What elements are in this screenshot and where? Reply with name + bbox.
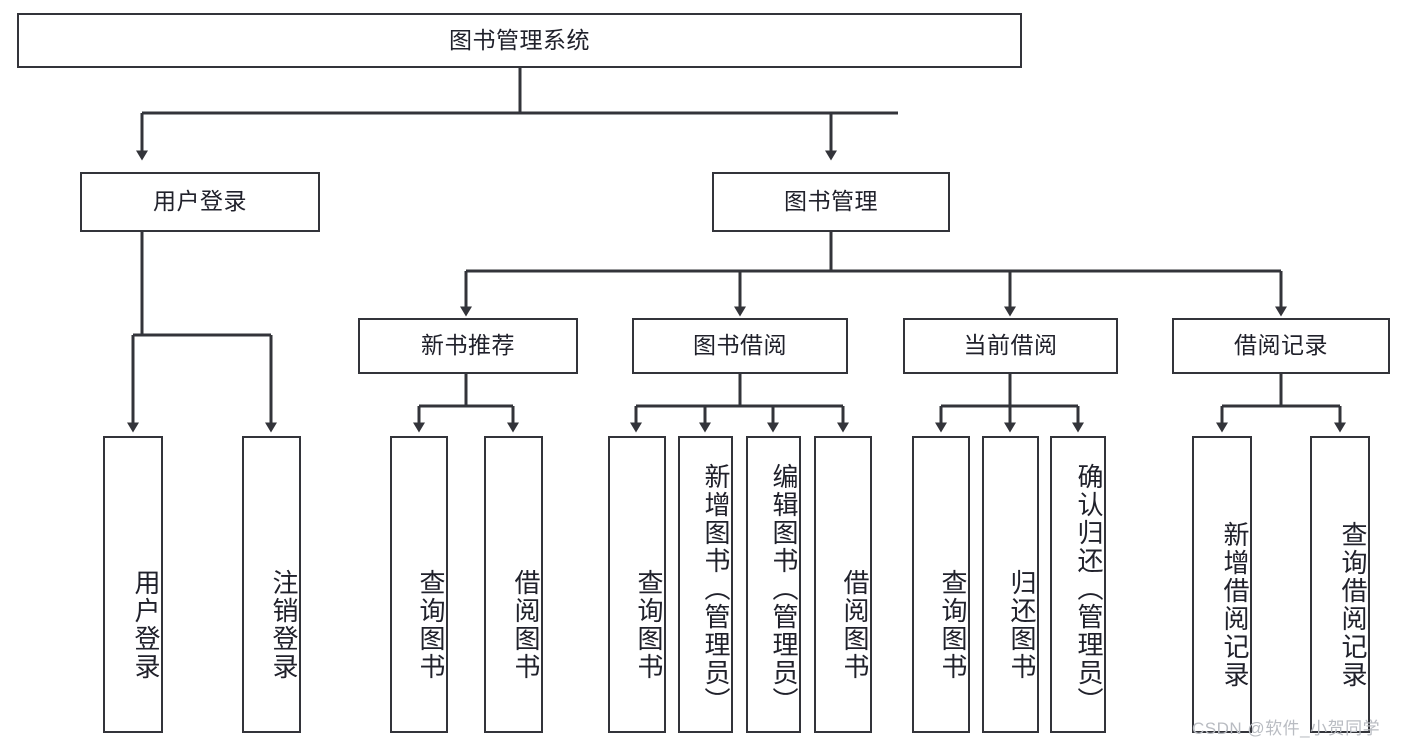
- leaf-borrow-book-recommend[interactable]: 借阅图书: [484, 436, 543, 733]
- leaf-add-borrow-record-label: 新增借阅记录: [1220, 520, 1250, 689]
- edges-book-borrow: [630, 374, 849, 433]
- leaf-add-borrow-record[interactable]: 新增借阅记录: [1192, 436, 1252, 733]
- node-book-borrow[interactable]: 图书借阅: [632, 318, 848, 374]
- node-current-borrow[interactable]: 当前借阅: [903, 318, 1118, 374]
- leaf-edit-book-label: 编辑图书（管理员）: [769, 462, 799, 715]
- leaf-query-book-borrow[interactable]: 查询图书: [608, 436, 666, 733]
- leaf-return-book-label: 归还图书: [1007, 568, 1037, 681]
- node-root[interactable]: 图书管理系统: [17, 13, 1022, 68]
- node-borrow-record-label: 借阅记录: [1234, 332, 1328, 359]
- leaf-query-book-borrow-label: 查询图书: [634, 568, 664, 681]
- leaf-query-borrow-record[interactable]: 查询借阅记录: [1310, 436, 1370, 733]
- node-current-borrow-label: 当前借阅: [963, 332, 1058, 359]
- leaf-borrow-book-borrow[interactable]: 借阅图书: [814, 436, 872, 733]
- leaf-confirm-return[interactable]: 确认归还（管理员）: [1050, 436, 1106, 733]
- leaf-query-book-current-label: 查询图书: [938, 568, 968, 681]
- leaf-user-login-label: 用户登录: [131, 568, 161, 681]
- leaf-borrow-book-recommend-label: 借阅图书: [511, 568, 541, 681]
- edges-root: [136, 68, 898, 161]
- node-new-book-recommend-label: 新书推荐: [421, 332, 515, 359]
- leaf-logout-label: 注销登录: [269, 568, 299, 681]
- edges-borrow-record: [1216, 374, 1346, 433]
- edges-user-login: [127, 232, 277, 433]
- leaf-add-book-label: 新增图书（管理员）: [701, 462, 731, 715]
- csdn-watermark: CSDN @软件_小贺同学: [1192, 719, 1381, 738]
- node-borrow-record[interactable]: 借阅记录: [1172, 318, 1390, 374]
- leaf-query-book-recommend-label: 查询图书: [416, 568, 446, 681]
- leaf-query-borrow-record-label: 查询借阅记录: [1338, 520, 1368, 689]
- edges-current-borrow: [935, 374, 1084, 433]
- leaf-user-login[interactable]: 用户登录: [103, 436, 163, 733]
- leaf-return-book[interactable]: 归还图书: [982, 436, 1039, 733]
- leaf-confirm-return-label: 确认归还（管理员）: [1074, 462, 1104, 715]
- node-book-manage[interactable]: 图书管理: [712, 172, 950, 232]
- leaf-query-book-recommend[interactable]: 查询图书: [390, 436, 448, 733]
- node-user-login[interactable]: 用户登录: [80, 172, 320, 232]
- node-book-borrow-label: 图书借阅: [693, 332, 787, 359]
- node-book-manage-label: 图书管理: [784, 188, 878, 215]
- leaf-add-book[interactable]: 新增图书（管理员）: [678, 436, 733, 733]
- leaf-logout[interactable]: 注销登录: [242, 436, 301, 733]
- node-user-login-label: 用户登录: [153, 188, 247, 215]
- leaf-edit-book[interactable]: 编辑图书（管理员）: [746, 436, 801, 733]
- node-new-book-recommend[interactable]: 新书推荐: [358, 318, 578, 374]
- edges-book-manage: [460, 232, 1287, 317]
- node-root-label: 图书管理系统: [449, 26, 590, 53]
- leaf-query-book-current[interactable]: 查询图书: [912, 436, 970, 733]
- leaf-borrow-book-borrow-label: 借阅图书: [840, 568, 870, 681]
- edges-new-book-rec: [413, 374, 519, 433]
